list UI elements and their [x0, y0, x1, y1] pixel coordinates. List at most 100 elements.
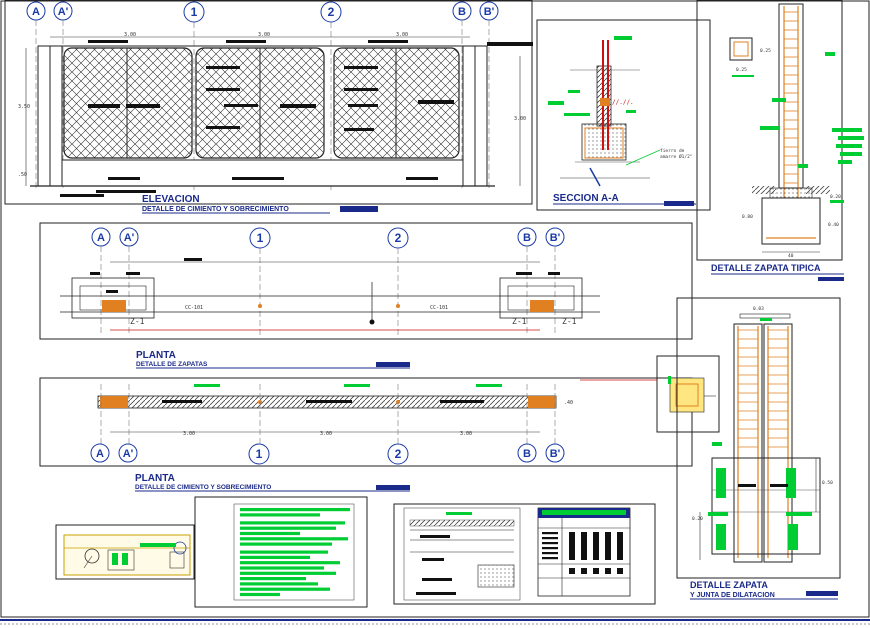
svg-text:0.20: 0.20: [830, 194, 841, 200]
svg-text:CC-101: CC-101: [430, 305, 448, 311]
schedule-cell: [569, 568, 575, 574]
grid-bubble-a-prime: A': [53, 1, 73, 21]
svg-text:B: B: [523, 232, 531, 244]
zapata-dilatacion-subtitle: Y JUNTA DE DILATACION: [690, 592, 775, 599]
note-line: [240, 531, 300, 536]
note-line: [240, 537, 348, 541]
grid-bubble-2: 2: [387, 227, 409, 249]
planta-zapatas-subtitle: DETALLE DE ZAPATAS: [136, 361, 208, 368]
svg-text:.50: .50: [18, 172, 27, 178]
svg-text:2: 2: [395, 231, 402, 245]
schedule-text: [542, 537, 558, 540]
svg-text:B: B: [523, 448, 531, 460]
svg-text:1: 1: [191, 5, 198, 19]
svg-text:A': A': [124, 232, 135, 244]
svg-text:3.00: 3.00: [396, 32, 408, 38]
svg-text:0.50: 0.50: [822, 480, 833, 486]
grid-bubble-b: B: [517, 227, 537, 247]
elevacion-title: ELEVACION: [142, 194, 200, 205]
note-line: [240, 542, 332, 546]
planta-cimiento-view: 3.00 3.00 3.00 .40 A A' 1 2: [39, 377, 693, 492]
svg-text:0.40: 0.40: [828, 222, 839, 228]
svg-text:0.20: 0.20: [692, 516, 703, 522]
elevacion-view: A A' 1 2 B B': [4, 0, 533, 205]
grid-bubble-1: 1: [249, 227, 271, 249]
note-line: [240, 526, 336, 530]
schedule-text: [542, 552, 558, 555]
grid-bubble-a-prime: A': [118, 443, 138, 463]
schedule-cell: [593, 568, 599, 574]
grid-bubble-a: A: [90, 443, 110, 463]
planta-cimiento-title: PLANTA: [135, 473, 175, 484]
schedule-text: [542, 547, 558, 550]
grid-bubble-1: 1: [183, 1, 205, 23]
svg-text:A: A: [32, 6, 40, 18]
svg-text:3.00: 3.00: [258, 32, 270, 38]
svg-text:amarre Ø1/2": amarre Ø1/2": [660, 153, 693, 160]
svg-text:A: A: [97, 232, 105, 244]
note-line: [240, 508, 350, 512]
svg-text:Z-1: Z-1: [512, 317, 527, 326]
schedule-cell: [581, 568, 587, 574]
svg-text:fierro de: fierro de: [660, 148, 685, 154]
svg-text:0.25: 0.25: [736, 67, 747, 73]
key-plan-panel: [55, 524, 195, 580]
zapata-tipica-view: 0.25 0.25 40 0.20 0.80 0.40: [696, 0, 864, 281]
grid-bubble-a: A: [26, 1, 46, 21]
svg-text:B: B: [458, 6, 466, 18]
svg-text:3.00: 3.00: [124, 32, 136, 38]
schedule-cell: [617, 568, 623, 574]
note-line: [240, 521, 345, 525]
grid-bubble-1: 1: [248, 443, 270, 465]
svg-text:Z-1: Z-1: [562, 317, 577, 326]
svg-text:2: 2: [395, 447, 402, 461]
planta-zapatas-title: PLANTA: [136, 350, 176, 361]
column-plan-detail: [580, 355, 720, 433]
schedule-bar: [593, 532, 599, 560]
note-line: [240, 513, 320, 517]
fence-mesh-panels: [63, 47, 460, 159]
grid-bubble-b-prime: B': [545, 443, 565, 463]
general-notes-panel: [194, 496, 368, 608]
schedule-cell: [605, 568, 611, 574]
svg-text:0.25: 0.25: [760, 48, 771, 54]
svg-text:3.00: 3.00: [320, 431, 332, 437]
grid-bubble-b-prime: B': [545, 227, 565, 247]
grid-bubble-b: B: [517, 443, 537, 463]
schedule-text: [542, 557, 558, 560]
rebar-schedule-panel: [393, 503, 656, 605]
scale-bar: [340, 206, 378, 212]
schedule-bar: [617, 532, 623, 560]
note-line: [240, 587, 330, 591]
svg-text:A': A': [123, 448, 134, 460]
schedule-text: [542, 542, 558, 545]
note-line: [240, 550, 328, 554]
zapata-tipica-title: DETALLE ZAPATA TIPICA: [711, 263, 821, 273]
schedule-bar: [581, 532, 587, 560]
zapata-dilatacion-title: DETALLE ZAPATA: [690, 580, 768, 590]
svg-text:3.00: 3.00: [514, 116, 526, 122]
note-line: [240, 571, 336, 575]
svg-text:B': B': [484, 6, 495, 18]
svg-text:3.00: 3.00: [460, 431, 472, 437]
svg-text:CC-101: CC-101: [185, 305, 203, 311]
svg-text://.//.: //.//.: [612, 99, 634, 106]
planta-cimiento-subtitle: DETALLE DE CIMIENTO Y SOBRECIMIENTO: [135, 484, 271, 491]
schedule-text: [542, 532, 558, 535]
planta-zapatas-view: A A' 1 2 B B': [39, 222, 693, 369]
note-line: [240, 561, 340, 565]
grid-bubble-2: 2: [320, 1, 342, 23]
svg-text:1: 1: [257, 231, 264, 245]
svg-text:A': A': [58, 6, 69, 18]
elevacion-subtitle: DETALLE DE CIMIENTO Y SOBRECIMIENTO: [142, 206, 289, 213]
svg-text:1: 1: [256, 447, 263, 461]
grid-bubble-b: B: [452, 1, 472, 21]
seccion-title: SECCION A-A: [553, 193, 619, 204]
note-line: [240, 555, 310, 559]
grid-bubble-a-prime: A': [119, 227, 139, 247]
svg-text:Z-1: Z-1: [130, 317, 145, 326]
svg-text:3.00: 3.00: [183, 431, 195, 437]
note-line: [240, 582, 318, 586]
schedule-bar: [569, 532, 575, 560]
